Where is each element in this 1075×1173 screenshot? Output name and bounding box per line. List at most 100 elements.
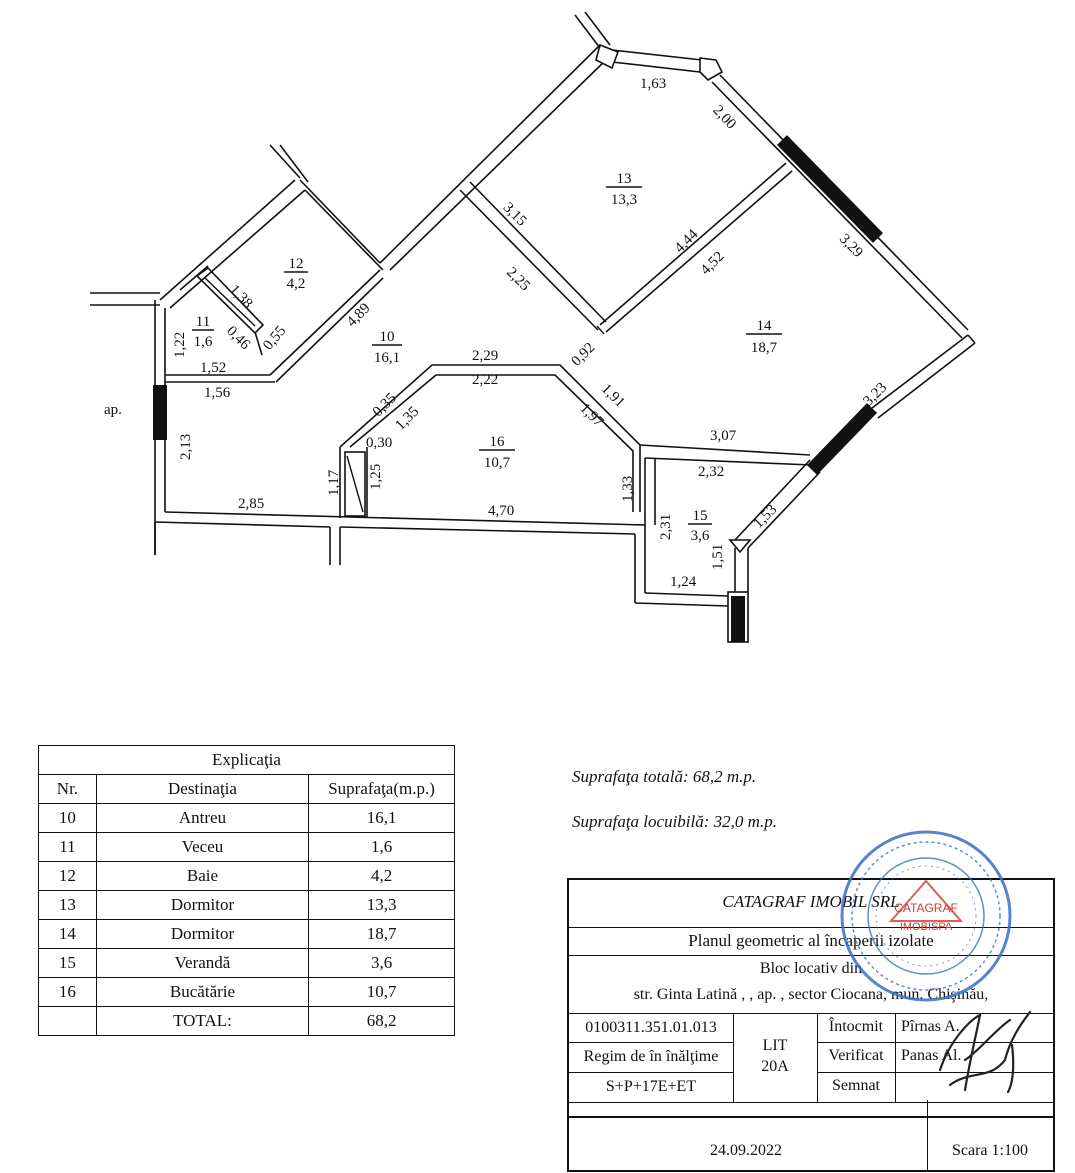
walls — [90, 11, 976, 643]
signature — [938, 1010, 1032, 1094]
total-area: Suprafaţa totală: 68,2 m.p. — [572, 767, 757, 786]
room-15-area: 3,6 — [691, 528, 710, 544]
header-suprafata: Suprafaţa(m.p.) — [308, 774, 455, 804]
table-row: 14 Dormitor 18,7 — [38, 919, 455, 949]
cell-suprafata: 13,3 — [308, 890, 455, 920]
dim-1-22: 1,22 — [172, 332, 188, 358]
dim-2-29: 2,29 — [472, 348, 498, 364]
cell-nr: 12 — [38, 861, 97, 891]
room-10-nr: 10 — [380, 329, 395, 345]
cell-destinatia: Bucătărie — [95, 977, 310, 1007]
dimension-labels: 1,63 2,00 3,15 4,44 4,52 3,29 2,25 1,38 … — [172, 76, 890, 590]
intocmit-label: Întocmit — [828, 1018, 884, 1035]
building-type: Bloc locativ din — [759, 960, 863, 977]
room-16-area: 10,7 — [484, 455, 511, 471]
cell-suprafata: 4,2 — [308, 861, 455, 891]
title-block: CATAGRAF IMOBIL SRL Planul geometric al … — [567, 878, 1055, 1120]
cell-nr: 14 — [38, 919, 97, 949]
total-value: 68,2 — [308, 1006, 455, 1036]
company-stamp: CATAGRAF IMOBISPA — [840, 830, 1012, 1002]
dim-2-00: 2,00 — [709, 102, 739, 132]
table-total-row: TOTAL: 68,2 — [38, 1006, 455, 1036]
cell-nr: 13 — [38, 890, 97, 920]
regime-label: Regim de în înălţime — [583, 1048, 719, 1065]
scale: Scara 1:100 — [952, 1142, 1028, 1159]
room-13-area: 13,3 — [611, 192, 637, 208]
cell-suprafata: 3,6 — [308, 948, 455, 978]
dim-1-38: 1,38 — [226, 282, 256, 312]
cell-destinatia: Dormitor — [95, 919, 310, 949]
apartment-label: ap. — [104, 402, 122, 418]
cell-suprafata: 10,7 — [308, 977, 455, 1007]
dim-2-32: 2,32 — [698, 464, 724, 480]
room-14-area: 18,7 — [751, 340, 778, 356]
dim-0-30: 0,30 — [366, 435, 392, 451]
company-name: CATAGRAF IMOBIL SRL — [722, 892, 900, 911]
table-row: 12 Baie 4,2 — [38, 861, 455, 891]
cell-nr: 11 — [38, 832, 97, 862]
room-12-nr: 12 — [289, 256, 304, 272]
room-11-nr: 11 — [196, 314, 210, 330]
table-row: 16 Bucătărie 10,7 — [38, 977, 455, 1007]
dim-1-25: 1,25 — [368, 464, 384, 490]
semnat-label: Semnat — [832, 1077, 880, 1094]
interior-walls — [165, 162, 813, 525]
room-10-area: 16,1 — [374, 350, 400, 366]
header-nr: Nr. — [38, 774, 97, 804]
cell-destinatia: Antreu — [95, 803, 310, 833]
table-header-row: Nr. Destinaţia Suprafaţa(m.p.) — [38, 774, 455, 804]
dim-2-13: 2,13 — [178, 434, 194, 460]
dim-4-70: 4,70 — [488, 503, 514, 519]
table-row: 11 Veceu 1,6 — [38, 832, 455, 862]
table-row: 13 Dormitor 13,3 — [38, 890, 455, 920]
title-block-footer — [567, 1100, 1055, 1172]
dim-2-31: 2,31 — [658, 514, 674, 540]
lit-value: 20A — [761, 1058, 789, 1075]
cell-destinatia: Veceu — [95, 832, 310, 862]
dim-1-53: 1,53 — [750, 502, 780, 532]
explication-table: Explicaţia Nr. Destinaţia Suprafaţa(m.p.… — [38, 745, 455, 1036]
cell-destinatia: Dormitor — [95, 890, 310, 920]
room-15-nr: 15 — [693, 508, 708, 524]
dim-2-25: 2,25 — [503, 264, 533, 294]
dim-4-89: 4,89 — [344, 300, 374, 330]
dim-4-52: 4,52 — [698, 249, 728, 279]
dim-1-56: 1,56 — [204, 385, 231, 401]
cell-suprafata: 16,1 — [308, 803, 455, 833]
dim-1-24: 1,24 — [670, 574, 697, 590]
address: str. Ginta Latină , , ap. , sector Cioca… — [633, 986, 989, 1003]
stamp-inner-top: CATAGRAF — [894, 901, 958, 915]
lit-label: LIT — [762, 1037, 788, 1054]
cell-nr: 10 — [38, 803, 97, 833]
room-13-nr: 13 — [617, 171, 632, 187]
dim-1-33: 1,33 — [620, 476, 636, 502]
dim-1-52: 1,52 — [200, 360, 226, 376]
cell-nr: 16 — [38, 977, 97, 1007]
cell-suprafata: 18,7 — [308, 919, 455, 949]
regime-value: S+P+17E+ET — [605, 1078, 697, 1095]
dim-2-22: 2,22 — [472, 372, 498, 388]
dim-1-97: 1,97 — [576, 400, 606, 430]
table-row: 15 Verandă 3,6 — [38, 948, 455, 978]
dim-3-15: 3,15 — [500, 200, 530, 230]
dim-4-44: 4,44 — [672, 226, 702, 256]
dim-0-55: 0,55 — [260, 323, 289, 353]
dim-1-17: 1,17 — [326, 469, 342, 496]
total-label: TOTAL: — [95, 1006, 310, 1036]
stamp-inner-bottom: IMOBISPA — [900, 921, 953, 933]
room-14-nr: 14 — [757, 318, 773, 334]
verificat-label: Verificat — [828, 1047, 884, 1064]
room-labels: 12 4,2 11 1,6 10 16,1 13 13,3 14 18,7 16… — [192, 171, 782, 544]
date: 24.09.2022 — [710, 1142, 782, 1159]
table-row: 10 Antreu 16,1 — [38, 803, 455, 833]
verificat-name: Panas Al. — [901, 1047, 962, 1064]
cell-nr: 15 — [38, 948, 97, 978]
room-12-area: 4,2 — [287, 276, 306, 292]
table-title: Explicaţia — [38, 745, 455, 775]
floor-plan: 1,63 2,00 3,15 4,44 4,52 3,29 2,25 1,38 … — [90, 11, 976, 643]
dim-1-51: 1,51 — [710, 544, 726, 570]
room-11-area: 1,6 — [194, 334, 213, 350]
intocmit-name: Pîrnas A. — [901, 1018, 960, 1035]
cell-destinatia: Verandă — [95, 948, 310, 978]
cell-destinatia: Baie — [95, 861, 310, 891]
